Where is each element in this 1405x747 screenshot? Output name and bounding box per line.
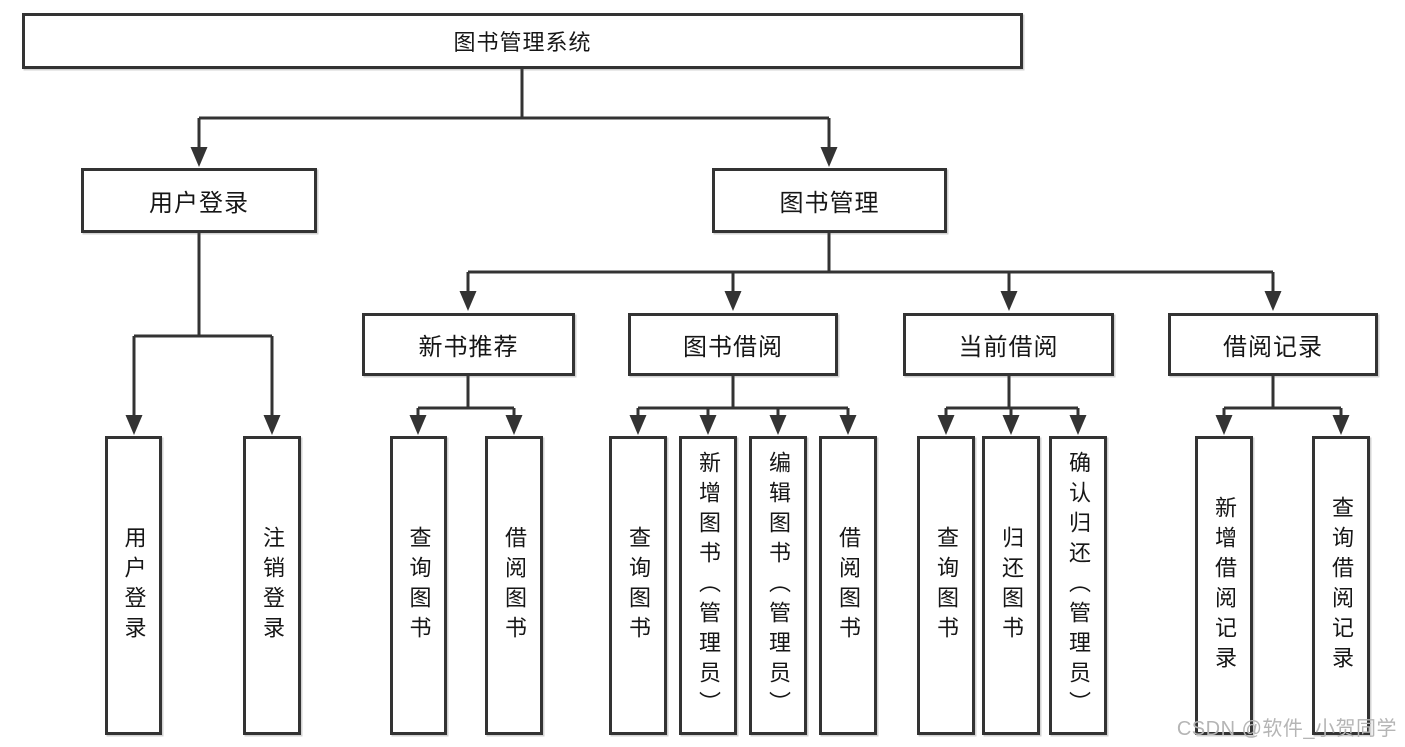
node-label: 新书推荐 bbox=[418, 334, 519, 361]
leaf-label: 借阅图书 bbox=[836, 525, 861, 646]
leaf-edit-books-admin: 编辑图书（管理员） bbox=[749, 436, 807, 735]
leaf-label: 查询图书 bbox=[934, 525, 959, 646]
leaf-label: 新增借阅记录 bbox=[1212, 495, 1237, 676]
leaf-label: 借阅图书 bbox=[502, 525, 527, 646]
leaf-label: 确认归还（管理员） bbox=[1066, 450, 1091, 721]
node-current-borrowing: 当前借阅 bbox=[903, 313, 1114, 376]
node-book-management: 图书管理 bbox=[712, 168, 947, 233]
leaf-label: 注销登录 bbox=[260, 525, 285, 646]
leaf-query-borrow-record: 查询借阅记录 bbox=[1312, 436, 1370, 735]
node-book-borrowing: 图书借阅 bbox=[628, 313, 838, 376]
leaf-label: 查询图书 bbox=[406, 525, 432, 646]
node-label: 用户登录 bbox=[149, 190, 249, 217]
leaf-return-books: 归还图书 bbox=[982, 436, 1040, 735]
leaf-add-books-admin: 新增图书（管理员） bbox=[679, 436, 737, 735]
leaf-borrow-books-borrowing: 借阅图书 bbox=[819, 436, 877, 735]
leaf-label: 编辑图书（管理员） bbox=[766, 450, 791, 721]
leaf-user-login: 用户登录 bbox=[105, 436, 162, 735]
leaf-label: 查询借阅记录 bbox=[1329, 495, 1354, 676]
node-label: 图书借阅 bbox=[683, 334, 783, 361]
leaf-label: 归还图书 bbox=[999, 525, 1024, 646]
node-library-management-system: 图书管理系统 bbox=[22, 13, 1023, 69]
node-label: 图书管理 bbox=[779, 190, 880, 217]
leaf-logout-login: 注销登录 bbox=[243, 436, 301, 735]
node-user-login: 用户登录 bbox=[81, 168, 317, 233]
leaf-add-borrow-record: 新增借阅记录 bbox=[1195, 436, 1253, 735]
leaf-label: 新增图书（管理员） bbox=[696, 450, 721, 721]
node-label: 当前借阅 bbox=[958, 334, 1059, 361]
leaf-label: 查询图书 bbox=[626, 525, 651, 646]
leaf-borrow-books-recommend: 借阅图书 bbox=[485, 436, 543, 735]
leaf-confirm-return-admin: 确认归还（管理员） bbox=[1049, 436, 1107, 735]
leaf-label: 用户登录 bbox=[121, 525, 147, 646]
node-label: 借阅记录 bbox=[1223, 334, 1323, 361]
node-label: 图书管理系统 bbox=[453, 30, 592, 55]
leaf-query-books-borrowing: 查询图书 bbox=[609, 436, 667, 735]
node-new-book-recommendation: 新书推荐 bbox=[362, 313, 575, 376]
leaf-query-books-current: 查询图书 bbox=[917, 436, 975, 735]
csdn-watermark: CSDN @软件_小贺同学 bbox=[1176, 718, 1397, 740]
node-borrowing-records: 借阅记录 bbox=[1168, 313, 1378, 376]
leaf-query-books-recommend: 查询图书 bbox=[390, 436, 447, 735]
